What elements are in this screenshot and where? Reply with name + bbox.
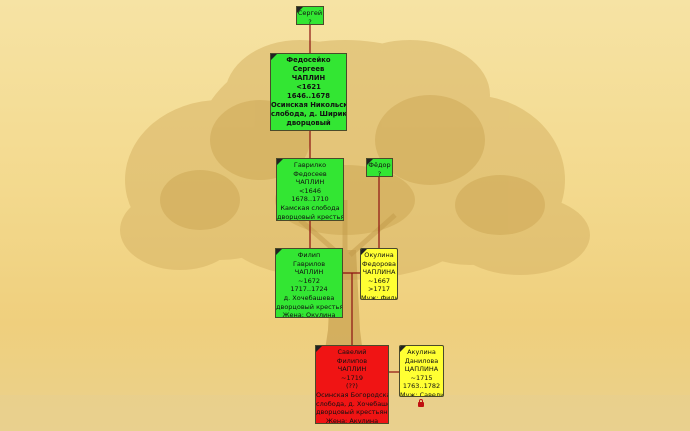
person-text-line: ЧАПЛИН (337, 365, 367, 374)
person-text-line: ~1715 (410, 373, 433, 382)
person-text-line: Федосеев (293, 169, 327, 178)
person-text-line: Филип (297, 251, 321, 259)
corner-marker-icon (297, 7, 303, 13)
person-text-line: Сергей (297, 9, 323, 17)
corner-marker-icon (316, 346, 322, 352)
corner-marker-icon (400, 346, 406, 352)
person-text-line: ЧАПЛИН (295, 178, 325, 187)
person-text-line: Акулина (407, 348, 436, 356)
corner-marker-icon (276, 249, 282, 255)
person-text-line: Гаврилко (293, 161, 327, 169)
person-text-line: <1646 (299, 186, 321, 195)
person-text-line: Федосейко (286, 56, 331, 64)
person-text-line: (??) (346, 382, 358, 391)
person-text-line: крестьянин (271, 128, 346, 130)
person-text-line: <1621 (296, 83, 321, 91)
person-text-line: ~1667 (368, 276, 390, 285)
lock-icon[interactable] (418, 399, 424, 407)
person-text-line: дворцовый крестьянин (316, 408, 389, 417)
corner-marker-icon (361, 249, 367, 255)
person-card-sergei[interactable]: Сергей? (296, 6, 324, 25)
corner-marker-icon (367, 159, 373, 165)
person-text-line: Осинская Богородская (316, 390, 389, 399)
person-text-line: Гаврилов (292, 259, 326, 268)
corner-marker-icon (277, 159, 283, 165)
person-text-line: Муж: Савелий (400, 390, 444, 397)
person-text-line: Жена: Окулина (282, 311, 336, 318)
person-text-line: ~1719 (341, 373, 363, 382)
person-text-line: Окулина (364, 251, 394, 259)
person-text-line: Савелий (337, 348, 367, 356)
person-text-line: слобода, д. Хочебашева (316, 399, 388, 408)
person-text-line: Филипов (336, 356, 368, 365)
person-card-fyodor[interactable]: Фёдор? (366, 158, 393, 177)
person-text-line: слобода, д. Ширикова (271, 110, 347, 118)
person-text-line: 1678..1710 (291, 195, 329, 204)
person-text-line: ~1672 (298, 276, 320, 285)
person-text-line: ЧАПЛИН (294, 268, 324, 277)
person-text-line: Муж: Филип (361, 293, 397, 300)
person-text-line: Федорова (362, 259, 396, 268)
person-text-line: 1717..1724 (290, 285, 328, 294)
person-text-line: дворцовый (286, 119, 331, 127)
person-text-line: 1646..1678 (287, 92, 330, 100)
person-text-line: Жена: Акулина (325, 416, 379, 424)
person-text-line: >1717 (368, 285, 390, 294)
person-text-line: Фёдор (368, 161, 391, 169)
person-text-line: дворцовый крестьянин (276, 302, 343, 311)
person-text-line: ? (377, 169, 382, 177)
corner-marker-icon (271, 54, 277, 60)
person-text-line: д. Хочебашева (283, 293, 335, 302)
person-text-line: Камская слобода (280, 203, 340, 212)
person-text-line: Данилова (404, 356, 439, 365)
person-text-line: 1763..1782 (402, 382, 441, 391)
person-text-line: Сергеев (292, 65, 325, 73)
person-text-line: Осинская Никольская (271, 101, 346, 109)
person-text-line: ЧАПЛИН (291, 74, 326, 82)
person-text-line: дворцовый крестьянин (277, 212, 344, 221)
person-text-line: ЧАПЛИНА (362, 268, 396, 277)
person-text-line: ЦАПЛИНА (404, 365, 439, 374)
person-text-line: ? (308, 17, 312, 25)
